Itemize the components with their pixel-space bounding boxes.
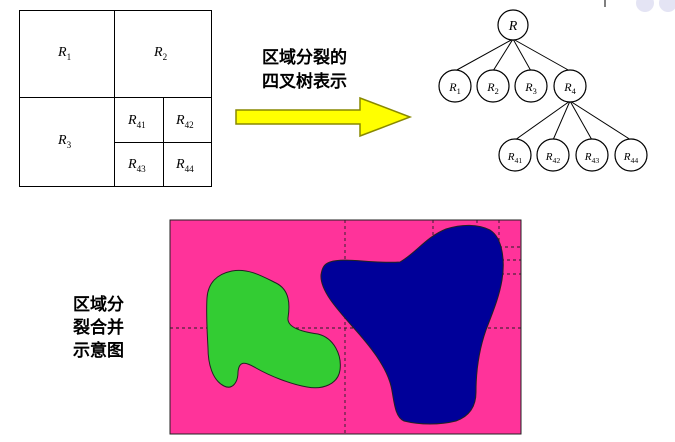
tree-node-root-label: R xyxy=(508,19,518,34)
cell-r2-text: R2 xyxy=(154,45,168,62)
tree-node-root: R xyxy=(497,9,529,41)
cell-r44-text: R44 xyxy=(176,157,194,174)
tree-node-r2-label: R2 xyxy=(486,80,499,96)
tree-node-r4-label: R4 xyxy=(563,80,576,96)
tree-node-r1-label: R1 xyxy=(448,80,461,96)
cell-label-r41: R41 xyxy=(128,113,146,130)
arrow-caption: 区域分裂的 四叉树表示 xyxy=(262,48,347,92)
cell-r3-text: R3 xyxy=(58,133,72,150)
merge-caption: 区域分 裂合并 示意图 xyxy=(73,295,124,361)
tree-node-r43-label: R43 xyxy=(584,151,600,165)
right-arrow-icon xyxy=(235,96,413,138)
tree-node-r4: R4 xyxy=(553,69,587,103)
tree-level1: R1 R2 R3 R4 xyxy=(438,69,587,103)
tree-node-r2: R2 xyxy=(476,69,510,103)
corner-decoration xyxy=(604,0,675,12)
tree-node-r42-label: R42 xyxy=(545,151,561,165)
cell-r42-text: R42 xyxy=(176,113,194,130)
tree-node-r3: R3 xyxy=(514,69,548,103)
cell-label-r1: R1 xyxy=(58,45,71,62)
tree-node-r44: R44 xyxy=(614,138,648,172)
tree-node-r3-label: R3 xyxy=(524,80,537,96)
grid-divider-horizontal xyxy=(19,97,212,98)
tree-node-r43: R43 xyxy=(575,138,609,172)
cell-label-r44: R44 xyxy=(176,157,194,174)
tree-node-r44-label: R44 xyxy=(623,151,639,165)
tree-node-r1: R1 xyxy=(438,69,472,103)
tree-node-r41: R41 xyxy=(498,138,532,172)
cell-r43-text: R43 xyxy=(128,157,146,174)
grid-subdivider-horizontal xyxy=(114,142,212,143)
tree-level2: R41 R42 R43 R44 xyxy=(498,138,648,172)
quadtree-partition-grid xyxy=(19,10,212,187)
cell-r1-text: R1 xyxy=(58,45,72,62)
cell-label-r2: R2 xyxy=(154,45,167,62)
green-region xyxy=(206,269,341,389)
tree-edges xyxy=(454,38,632,141)
grid-divider-vertical xyxy=(114,10,115,187)
tree-node-r41-label: R41 xyxy=(507,151,523,165)
tree-node-r42: R42 xyxy=(536,138,570,172)
blue-region xyxy=(320,224,504,425)
cell-label-r3: R3 xyxy=(58,133,71,150)
cell-label-r42: R42 xyxy=(176,113,194,130)
cell-label-r43: R43 xyxy=(128,157,146,174)
split-merge-illustration xyxy=(169,219,522,435)
cell-r41-text: R41 xyxy=(128,113,146,130)
